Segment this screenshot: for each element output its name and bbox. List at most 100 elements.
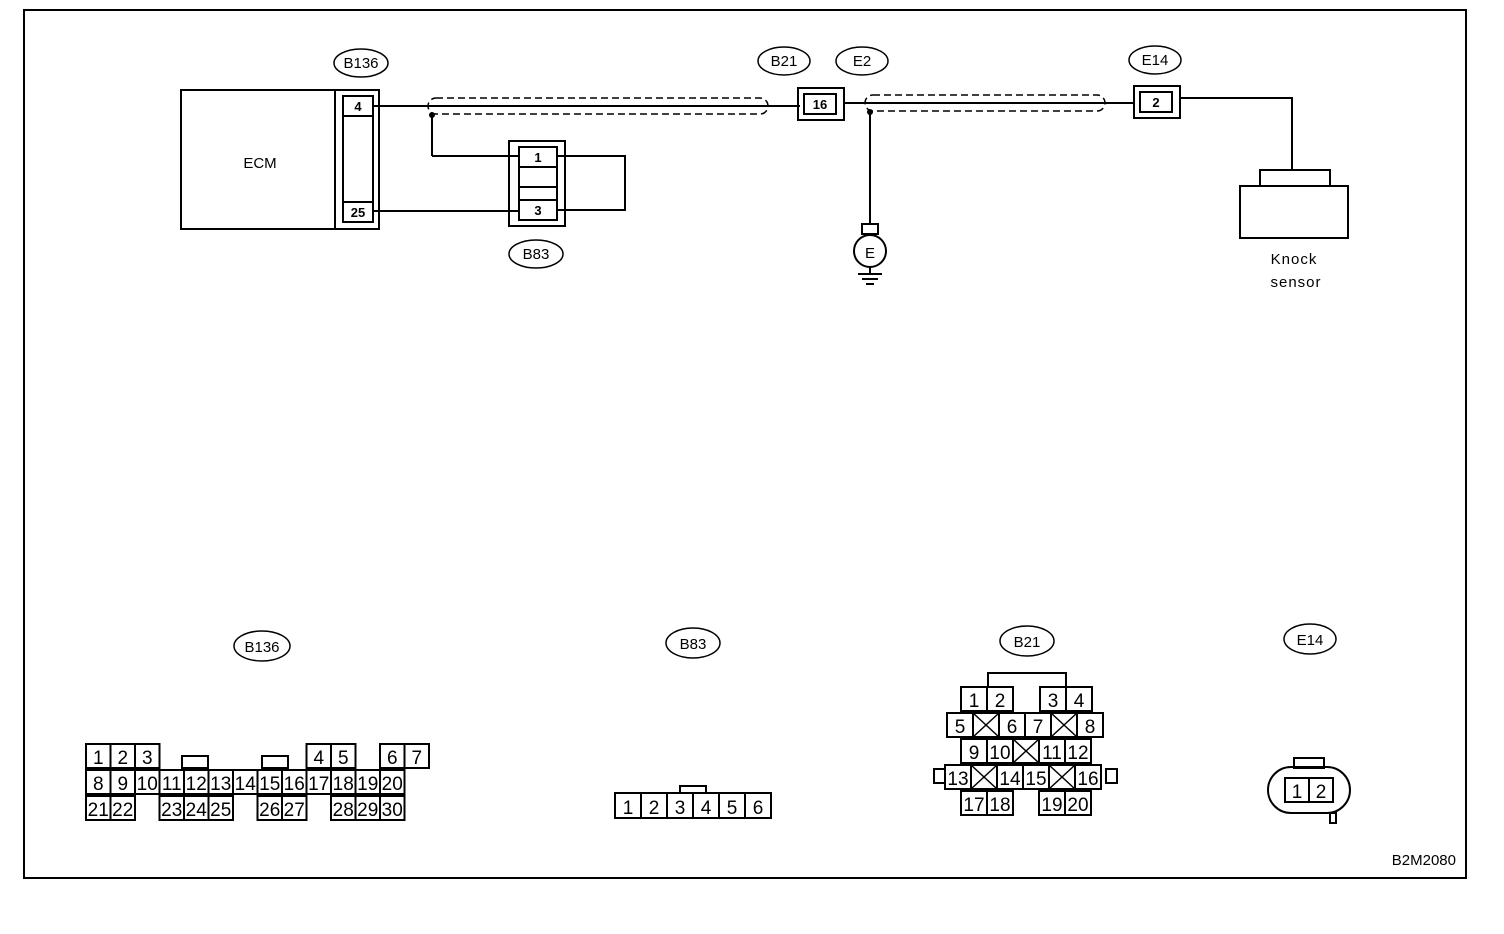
pin-number: 2 bbox=[117, 748, 128, 769]
wire-to-knock-sensor bbox=[1180, 97, 1293, 170]
diagram-frame bbox=[23, 9, 1467, 879]
knock-sensor-label-2: sensor bbox=[1270, 274, 1321, 291]
pin-number: 26 bbox=[259, 800, 280, 821]
pin-number: 21 bbox=[88, 800, 109, 821]
pin-number: 5 bbox=[338, 748, 349, 769]
b83-pin-3: 3 bbox=[534, 203, 541, 218]
pin-number: 9 bbox=[969, 743, 980, 764]
connector-e14-top: 2 bbox=[1133, 85, 1181, 119]
pin-number: 17 bbox=[963, 795, 984, 816]
ground-symbol: E bbox=[853, 223, 887, 285]
pin-number: 23 bbox=[161, 800, 182, 821]
svg-text:E14: E14 bbox=[1297, 632, 1324, 649]
pin-number: 13 bbox=[947, 769, 968, 790]
shield-1 bbox=[427, 97, 769, 115]
pin-number: 28 bbox=[333, 800, 354, 821]
pin-cell bbox=[158, 795, 185, 821]
blank-cavity bbox=[1050, 712, 1078, 738]
pin-number: 3 bbox=[1048, 691, 1059, 712]
pin-cell bbox=[183, 769, 210, 795]
svg-text:B83: B83 bbox=[680, 636, 707, 653]
pin-number: 9 bbox=[117, 774, 128, 795]
pin-number: 12 bbox=[186, 774, 207, 795]
pin-number: 14 bbox=[999, 769, 1021, 790]
pin-cell bbox=[1038, 790, 1066, 816]
pin-number: 1 bbox=[969, 691, 980, 712]
pin-number: 5 bbox=[727, 798, 738, 819]
pin-number: 5 bbox=[955, 717, 966, 738]
label-b21-face: B21 bbox=[999, 625, 1055, 657]
pin-cell bbox=[85, 743, 112, 769]
blank-cavity bbox=[1048, 764, 1076, 790]
pin-cell bbox=[1024, 712, 1052, 738]
e14-pin-2: 2 bbox=[1152, 95, 1159, 110]
pin-number: 20 bbox=[382, 774, 403, 795]
pin-cell bbox=[134, 743, 161, 769]
svg-text:B136: B136 bbox=[244, 639, 279, 656]
pin-number: 2 bbox=[649, 798, 660, 819]
label-b136-top: B136 bbox=[333, 48, 389, 78]
pin-cell bbox=[109, 795, 136, 821]
svg-text:B83: B83 bbox=[523, 246, 550, 263]
pin-cell bbox=[354, 795, 381, 821]
pin-number: 6 bbox=[753, 798, 764, 819]
pin-cell bbox=[134, 769, 161, 795]
label-b21-top: B21 bbox=[757, 46, 811, 76]
pin-cell bbox=[305, 769, 332, 795]
pin-cell bbox=[207, 769, 234, 795]
connector-b136-top: 4 25 bbox=[334, 89, 380, 230]
b136-pin-25: 25 bbox=[351, 205, 365, 220]
pin-cell bbox=[692, 792, 720, 819]
pin-cell bbox=[207, 795, 234, 821]
pin-cell bbox=[718, 792, 746, 819]
pin-number: 18 bbox=[989, 795, 1010, 816]
knock-sensor: Knock sensor bbox=[1239, 169, 1349, 291]
pin-number: 19 bbox=[357, 774, 378, 795]
pin-number: 1 bbox=[623, 798, 634, 819]
pin-cell bbox=[256, 795, 283, 821]
pin-number: 3 bbox=[675, 798, 686, 819]
pin-cell bbox=[85, 795, 112, 821]
pin-cell bbox=[281, 769, 308, 795]
b21-pin-16: 16 bbox=[813, 97, 827, 112]
pin-number: 4 bbox=[313, 748, 324, 769]
pin-number: 24 bbox=[186, 800, 208, 821]
pin-number: 6 bbox=[1007, 717, 1018, 738]
pin-number: 18 bbox=[333, 774, 354, 795]
pin-number: 22 bbox=[112, 800, 133, 821]
pin-number: 10 bbox=[989, 743, 1010, 764]
pin-cell bbox=[379, 769, 406, 795]
label-e2-top: E2 bbox=[835, 46, 889, 76]
pin-number: 6 bbox=[387, 748, 398, 769]
svg-text:E2: E2 bbox=[853, 53, 871, 70]
pin-number: 7 bbox=[1033, 717, 1044, 738]
svg-text:B21: B21 bbox=[1014, 634, 1041, 651]
pin-number: 8 bbox=[93, 774, 104, 795]
pin-number: 10 bbox=[137, 774, 158, 795]
pin-cell bbox=[232, 769, 259, 795]
figure-code: B2M2080 bbox=[1392, 852, 1456, 869]
connector-b83-top: 1 3 bbox=[508, 140, 626, 227]
pin-number: 2 bbox=[1316, 782, 1327, 803]
connector-b21-e2-top: 16 bbox=[797, 87, 845, 121]
pin-number: 1 bbox=[93, 748, 104, 769]
svg-text:E14: E14 bbox=[1142, 52, 1169, 69]
b136-pin-4: 4 bbox=[354, 99, 362, 114]
pin-number: 19 bbox=[1041, 795, 1062, 816]
pin-number: 16 bbox=[1077, 769, 1098, 790]
pin-number: 25 bbox=[210, 800, 231, 821]
pin-cell bbox=[403, 743, 430, 769]
pin-number: 20 bbox=[1067, 795, 1088, 816]
pin-cell bbox=[986, 686, 1014, 712]
ecm-label: ECM bbox=[243, 155, 276, 172]
blank-cavity bbox=[972, 712, 1000, 738]
pin-number: 1 bbox=[1292, 782, 1303, 803]
label-e14-top: E14 bbox=[1128, 45, 1182, 75]
label-b136-face: B136 bbox=[233, 630, 291, 662]
pin-cell bbox=[379, 743, 406, 769]
pin-number: 27 bbox=[284, 800, 305, 821]
